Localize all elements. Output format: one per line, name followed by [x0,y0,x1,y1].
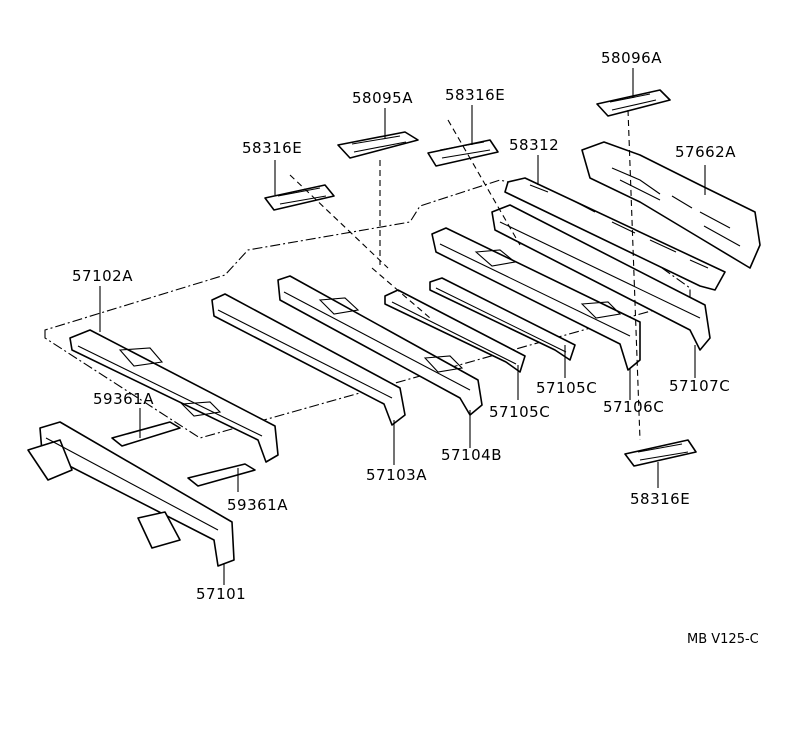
label-59361A-lower: 59361A [227,496,288,514]
label-57104B: 57104B [441,446,503,464]
part-58312-cross-member [504,177,726,291]
label-57106C: 57106C [603,398,665,416]
alignment-line [289,174,389,269]
label-57662A: 57662A [675,143,736,161]
part-58316E-upper-bracket [427,139,499,167]
label-58096A: 58096A [601,49,662,67]
label-58316E-lower: 58316E [630,490,691,508]
diagram-reference-code: MB V125-C [687,632,759,647]
label-58095A: 58095A [352,89,413,107]
part-57107C-member [491,204,711,351]
label-59361A-upper: 59361A [93,390,154,408]
alignment-line [627,109,641,441]
label-57102A: 57102A [72,267,133,285]
part-57105C-members [384,277,576,373]
part-57103A-member [211,293,406,426]
label-57103A: 57103A [366,466,427,484]
label-58316E-left: 58316E [242,139,303,157]
part-58095A-bracket [337,131,419,159]
label-57105C-left: 57105C [489,403,551,421]
part-58316E-lower-bracket [624,439,697,467]
part-57104B-member [277,275,483,416]
label-57101: 57101 [196,585,247,603]
part-58096A-top-bracket [596,89,671,117]
part-57662A-back-panel [581,141,761,269]
part-57102A-member [69,329,279,463]
alignment-line [447,119,521,246]
label-58316E-upper: 58316E [445,86,506,104]
part-57101-front-member [27,421,235,567]
alignment-line [371,267,431,319]
label-57105C-right: 57105C [536,379,598,397]
label-57107C: 57107C [669,377,731,395]
label-58312: 58312 [509,136,560,154]
part-57106C-member [431,227,641,371]
